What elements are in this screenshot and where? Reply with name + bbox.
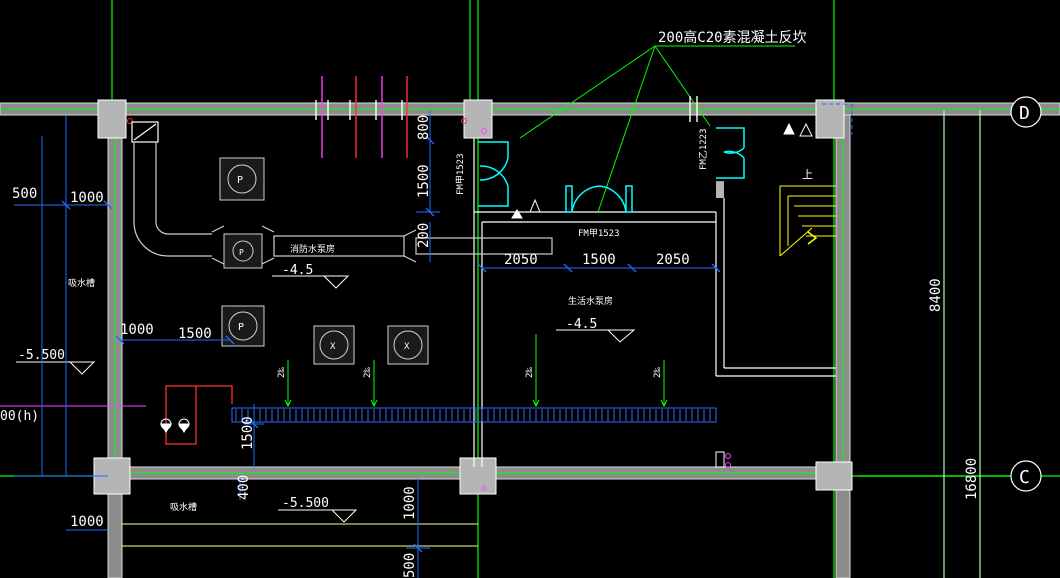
- door-markers: [511, 122, 813, 219]
- dim-16800: 16800: [964, 458, 980, 500]
- slope-label-3: 2‰: [525, 367, 535, 378]
- risers: [315, 76, 698, 158]
- level-label-fire: -4.5: [282, 263, 313, 278]
- dimension-ticks: [61, 135, 721, 553]
- partitions: [473, 138, 836, 467]
- level-h: 00(h): [0, 409, 39, 424]
- dim-2050-a: 2050: [504, 252, 538, 268]
- door-label-fm3: FM乙1223: [698, 128, 709, 170]
- column-mark-magenta: [481, 128, 487, 134]
- slope-arrows: [284, 334, 668, 408]
- column-dash: [822, 103, 853, 135]
- slope-label-2: 2‰: [363, 367, 373, 378]
- valves: [165, 385, 233, 445]
- dim-1500-drain: 1500: [240, 416, 256, 450]
- door-label-fm2: FM甲1523: [578, 228, 620, 239]
- pump-units: [219, 157, 429, 365]
- dim-1500-b: 1500: [582, 252, 616, 268]
- pier-bottom: [715, 451, 725, 468]
- level-markers: [16, 275, 636, 523]
- callout-leaders: [519, 45, 795, 213]
- dim-200: 200: [416, 223, 432, 248]
- dim-1000-bottom: 1000: [70, 514, 104, 530]
- level-label-domestic: -4.5: [566, 317, 597, 332]
- dim-2050-b: 2050: [656, 252, 690, 268]
- water-lines: [0, 405, 478, 547]
- pump-label-p2: P: [239, 248, 244, 257]
- pump-label-p1: P: [237, 175, 243, 186]
- doors: [478, 127, 745, 213]
- dim-1500-mid: 1500: [178, 326, 212, 342]
- pool-label-top: 吸水槽: [68, 277, 95, 289]
- slope-label-4: 2‰: [653, 367, 663, 378]
- level-label-pool-bottom: -5.500: [282, 496, 329, 511]
- grid-bubbles: [1010, 96, 1042, 492]
- pump-label-x2: X: [404, 342, 410, 352]
- dim-500-v: 500: [402, 553, 418, 578]
- pool-label-bottom: 吸水槽: [170, 501, 197, 513]
- dim-400: 400: [236, 475, 252, 500]
- room-label-fire-pump: 消防水泵房: [290, 243, 335, 255]
- dim-500-left: 500: [12, 186, 37, 202]
- pipes: [131, 121, 553, 265]
- valve-symbols: [160, 418, 190, 433]
- door-label-fm1: FM甲1523: [455, 153, 466, 195]
- pump-label-p3: P: [238, 322, 244, 333]
- dim-1000-mid: 1000: [120, 322, 154, 338]
- callout-text: 200高C20素混凝土反坎: [658, 29, 807, 46]
- dim-1000-v: 1000: [402, 486, 418, 520]
- slope-label-1: 2‰: [277, 367, 287, 378]
- dim-1000-top: 1000: [70, 190, 104, 206]
- misc-marks: [481, 453, 731, 491]
- level-label-pool-top: -5.500: [18, 348, 65, 363]
- stair-label: 上: [802, 168, 813, 181]
- dim-1500-vert: 1500: [416, 164, 432, 198]
- pump-label-x1: X: [330, 342, 336, 352]
- pier: [716, 182, 724, 198]
- dimension-lines: [14, 110, 716, 578]
- room-label-domestic-pump: 生活水泵房: [568, 295, 613, 307]
- dim-800: 800: [416, 115, 432, 140]
- grid-label-d: D: [1019, 103, 1030, 124]
- drain-trench: [231, 407, 717, 423]
- drain-ticks: [235, 409, 711, 421]
- grid-label-c: C: [1019, 467, 1030, 488]
- columns: [93, 99, 853, 495]
- dim-8400: 8400: [928, 278, 944, 312]
- column-marks: [127, 118, 467, 124]
- stairs: [779, 185, 836, 257]
